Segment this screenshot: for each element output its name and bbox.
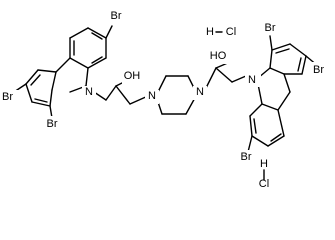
- ho-right-label: HO: [210, 50, 227, 62]
- oh-left-label: OH: [124, 70, 141, 82]
- n-piperazine-right-label: N: [196, 86, 204, 98]
- piperazine-ring: [155, 75, 197, 115]
- br-top-left-label: Br: [111, 10, 122, 22]
- hcl-bottom-h-label: H: [260, 158, 268, 170]
- n-right-label: N: [248, 74, 256, 86]
- br-right-label: Br: [313, 64, 324, 76]
- hcl-bottom-cl-label: Cl: [259, 178, 269, 190]
- br-bottom-right-label: Br: [241, 151, 252, 163]
- right-carbazole: [203, 35, 319, 153]
- hcl-top-cl-label: Cl: [226, 26, 236, 38]
- br-left-label: Br: [2, 91, 13, 103]
- hcl-top-h-label: H: [206, 26, 214, 38]
- n-piperazine-left-label: N: [148, 90, 156, 102]
- n-left-label: N: [85, 86, 93, 98]
- br-left-bottom-label: Br: [47, 118, 58, 130]
- br-top-right-label: Br: [265, 22, 276, 34]
- chemical-structure-diagram: Br Br Br N OH N N HO N Br Br Br H Cl H C…: [2, 10, 325, 190]
